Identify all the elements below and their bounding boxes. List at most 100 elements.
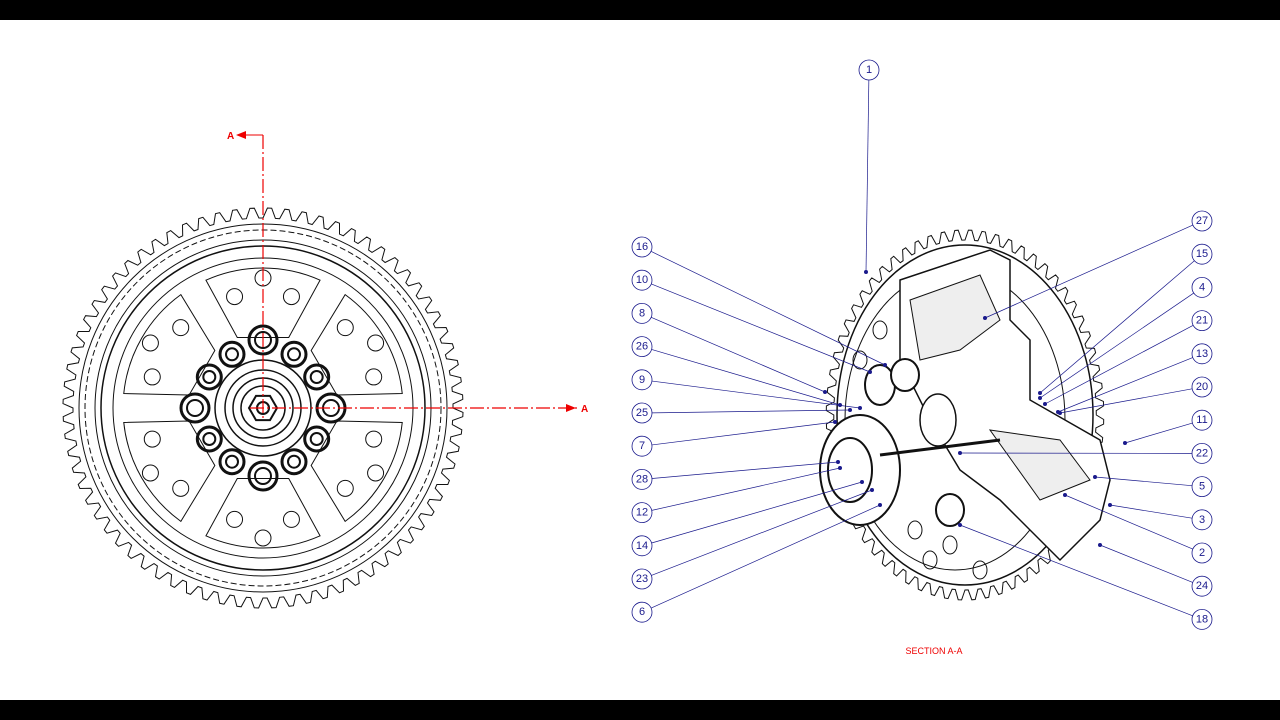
balloon-number: 10 [636,274,648,286]
leader-arrow [833,420,837,424]
balloon-circle [1191,609,1213,630]
balloon-number: 5 [1199,481,1205,493]
leader-arrow [1038,396,1042,400]
balloon-22: 22 [958,442,1213,464]
leader-line [1044,324,1194,405]
section-marker-right: A [581,404,588,415]
balloon-2: 2 [1063,493,1213,564]
leader-arrow [983,316,987,320]
leader-line [650,251,886,366]
balloon-circle [1191,343,1213,365]
balloon-number: 16 [636,241,648,253]
leader-line [1039,260,1195,394]
leader-arrow [958,451,962,455]
leader-line [1039,292,1194,399]
balloon-circle [1191,509,1213,531]
balloon-24: 24 [1098,543,1213,597]
balloon-number: 11 [1196,414,1207,426]
balloon-number: 9 [639,374,645,386]
balloon-number: 27 [1196,215,1208,227]
balloon-25: 25 [631,402,852,424]
leader-arrow [883,363,887,367]
leader-arrow [1038,391,1042,395]
leader-line [984,224,1194,319]
balloon-5: 5 [1093,475,1213,498]
section-marker-left: A [227,131,234,142]
balloon-number: 6 [639,606,645,618]
balloon-circle [631,502,653,523]
balloon-circle [631,336,653,358]
balloon-number: 21 [1196,315,1208,327]
leader-arrow [958,523,962,527]
balloon-callouts: 1610826925728121423627154211320112253224… [631,59,1213,630]
balloon-number: 12 [636,507,648,519]
leader-arrow [1058,411,1062,415]
balloon-circle [631,402,653,424]
balloon-circle [631,302,653,324]
balloon-number: 4 [1199,281,1205,293]
balloon-number: 28 [636,473,648,485]
leader-line [1124,422,1193,444]
leader-line [1059,388,1193,414]
leader-arrow [1063,493,1067,497]
balloon-circle [1191,442,1213,464]
balloon-circle [1191,575,1213,597]
balloon-7: 7 [631,420,837,457]
leader-arrow [1043,402,1047,406]
balloon-1: 1 [858,59,880,274]
leader-arrow [878,503,882,507]
balloon-10: 10 [631,269,872,374]
leader-arrow [860,480,864,484]
balloon-26: 26 [631,336,842,407]
balloon-number: 7 [639,440,645,452]
leader-arrow [838,466,842,470]
balloon-4: 4 [1038,276,1213,400]
leader-arrow [1123,441,1127,445]
gear-teeth [62,207,464,609]
balloon-circle [1191,276,1213,298]
balloon-18: 18 [958,523,1213,630]
leader-line [959,524,1193,617]
balloon-circle [631,535,653,557]
balloon-13: 13 [1056,343,1213,414]
balloon-number: 25 [636,407,648,419]
balloon-circle [1191,476,1213,498]
balloon-number: 24 [1196,580,1208,592]
leader-line [1064,494,1193,550]
leader-arrow [1108,503,1112,507]
leader-line [651,481,863,544]
leader-line [1109,504,1193,519]
balloon-circle [858,59,880,81]
balloon-8: 8 [631,302,827,394]
balloon-circle [1191,210,1213,232]
balloon-number: 8 [639,307,645,319]
balloon-circle [631,269,653,291]
balloon-number: 26 [636,341,648,353]
leader-arrow [864,270,868,274]
leader-line [651,467,841,511]
leader-line [651,283,871,373]
balloon-circle [1191,310,1213,332]
balloon-21: 21 [1043,310,1213,406]
balloon-9: 9 [631,369,862,410]
section-line-a-a: A A [227,131,588,420]
letterbox-top [0,0,1280,20]
leader-arrow [848,408,852,412]
balloon-circle [631,468,653,490]
section-view-a-a [819,229,1111,601]
balloon-circle [1191,409,1213,431]
leader-arrow [868,370,872,374]
balloon-number: 13 [1196,348,1208,360]
leader-arrow [836,460,840,464]
leader-line [1057,357,1193,413]
balloon-number: 14 [636,540,648,552]
gear-teeth [825,229,1105,601]
balloon-number: 23 [636,573,648,585]
balloon-16: 16 [631,236,887,367]
balloon-number: 1 [866,64,872,76]
letterbox-bottom [0,700,1280,720]
leader-line [1099,544,1193,583]
balloon-3: 3 [1108,503,1213,531]
balloon-14: 14 [631,480,864,557]
balloon-6: 6 [631,503,882,623]
